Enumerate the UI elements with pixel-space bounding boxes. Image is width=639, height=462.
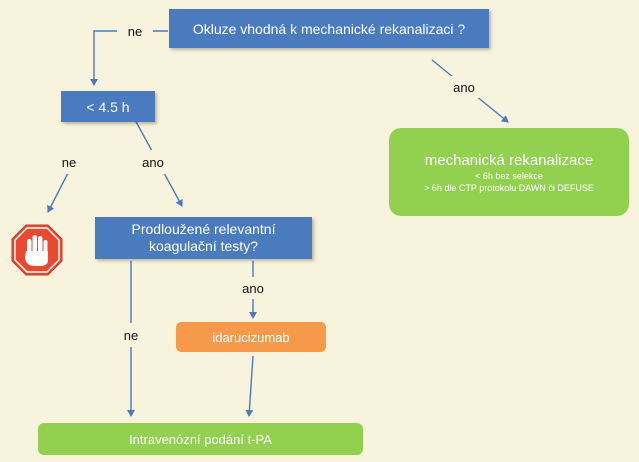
mechanical-sub2: > 6h dle CTP protokolu DAWN či DEFUSE — [424, 182, 594, 193]
coagulation-question-line1: Prodloužené relevantní — [131, 221, 276, 237]
label-occlusion-no: ne — [117, 20, 153, 42]
node-time-question: < 4.5 h — [61, 91, 155, 122]
node-mechanical-recanalization: mechanická rekanalizace < 6h bez selekce… — [389, 128, 629, 216]
coagulation-question-line2: koagulační testy? — [149, 238, 258, 254]
label-occlusion-yes: ano — [446, 76, 482, 98]
mechanical-sub1: < 6h bez selekce — [475, 170, 543, 181]
arrow-time-no — [47, 172, 69, 213]
node-idarucizumab: idarucizumab — [176, 322, 326, 352]
node-tpa: Intravenózní podání t-PA — [38, 423, 363, 455]
node-occlusion-question: Okluze vhodná k mechanické rekanalizaci … — [169, 9, 489, 48]
label-time-no: ne — [52, 150, 86, 174]
stop-hand-icon — [11, 224, 63, 276]
mechanical-title: mechanická rekanalizace — [424, 151, 594, 169]
label-coag-no: ne — [113, 323, 149, 347]
label-coag-yes: ano — [235, 277, 271, 299]
label-time-yes: ano — [135, 150, 171, 174]
node-coagulation-question: Prodloužené relevantní koagulační testy? — [95, 217, 312, 259]
arrow-idarucizumab-tpa — [245, 355, 254, 417]
